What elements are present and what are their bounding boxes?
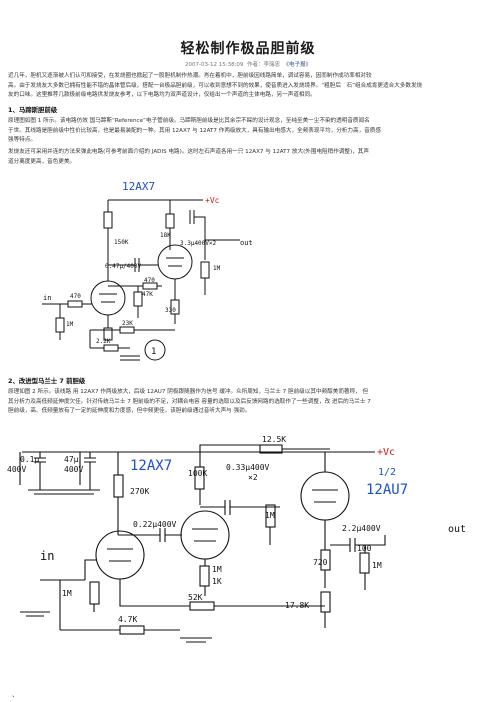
intro-line: 近几年，胆机又逐渐被人们认可和接受，在发烧圈也掀起了一股胆机制作热潮。肖在着机中… bbox=[8, 73, 372, 79]
s1-r330: 330 bbox=[165, 307, 176, 314]
article-title: 轻松制作极品胆前级 bbox=[180, 41, 316, 57]
s2-in-label: in bbox=[40, 549, 54, 563]
s1-r150k: 150K bbox=[114, 239, 129, 246]
section2-paragraph: 原理如图 2 所示。该线路 用 12AX7 作两级放大，后级 12AU7 阴极跟… bbox=[8, 388, 488, 417]
s1-vcc-label: +Vc bbox=[205, 196, 220, 205]
s1-line: 道分离度更高，音色更美。 bbox=[8, 158, 76, 165]
s2-r1mc: 1M bbox=[62, 589, 72, 598]
s2-c01: 0.1μ bbox=[20, 455, 39, 464]
s1-in-label: in bbox=[43, 294, 51, 302]
section1-paragraph-1: 原理图如图 1 所示。该电路仿效 国马蹄斯“Reference”电子管前级。马蹄… bbox=[8, 117, 488, 146]
s1-r18k: 18K bbox=[160, 232, 171, 239]
s1-tube-label: 12AX7 bbox=[122, 180, 155, 193]
intro-line: 高。由于发烧友大多数已拥有性能不错的晶体管后级，搭配一台极品胆前级，可以收到意想… bbox=[8, 82, 423, 89]
s1-r23k: 23K bbox=[122, 320, 133, 327]
s2-line: 其分析力及高低频延伸度欠佳。针对传统马兰士 7 胆前级的不足，对耦合电容 容量的… bbox=[8, 398, 371, 405]
s2-c022: 0.22μ400V bbox=[133, 520, 177, 529]
s2-r125k: 12.5K bbox=[262, 435, 286, 444]
s2-c01v: 400V bbox=[7, 465, 26, 474]
s1-r470b: 470 bbox=[144, 277, 155, 284]
article-author: 作者：李瑞忠 bbox=[246, 62, 280, 68]
s2-half: 1/2 bbox=[378, 467, 396, 478]
s2-r270k: 270K bbox=[130, 487, 149, 496]
s2-line: 胆前级，高、低频量放有了一定的延伸度和力度感，但中频更佳，该胆前级通过音听大声与… bbox=[8, 408, 251, 414]
intro-paragraph: 近几年，胆机又逐渐被人们认可和接受，在发烧圈也掀起了一股胆机制作热潮。肖在着机中… bbox=[8, 72, 488, 101]
s2-tube1-label: 12AX7 bbox=[130, 458, 172, 474]
s1-line: 于世。其线路是胆前级中性价比较高，也是最易装配的一种。其用 12AX7 与 12… bbox=[8, 127, 381, 134]
s2-r178k: 17.8K bbox=[285, 601, 309, 610]
article-source[interactable]: 《电子报》 bbox=[283, 62, 311, 68]
s1-r1mb: 1M bbox=[66, 321, 74, 328]
s1-line: 原理图如图 1 所示。该电路仿效 国马蹄斯“Reference”电子管前级。马蹄… bbox=[8, 118, 370, 124]
s2-c47: 47μ bbox=[64, 455, 79, 464]
s1-r1ma: 1M bbox=[213, 265, 221, 272]
s2-r100: 100 bbox=[357, 544, 372, 553]
intro-line: 友的口味。这里推荐几款极前级电路供发烧友参考，以下电路均为双声道设计，仅给出一个… bbox=[8, 92, 316, 98]
section1-heading: 1、马蹄斯胆前级 bbox=[8, 106, 58, 114]
s1-line: 发烧友还可采用并连的方法来弹此电路(可参考前面介绍的 JADIS 电路)。这时左… bbox=[8, 149, 369, 155]
s2-r52k: 52K bbox=[188, 593, 203, 602]
s2-r720: 720 bbox=[313, 558, 328, 567]
section2-heading: 2、改进型马兰士 7 前胆级 bbox=[8, 377, 86, 385]
s2-c033: 0.33μ400V bbox=[226, 463, 270, 472]
s1-c33: 3.3μ400V×2 bbox=[180, 240, 217, 247]
s2-r1md: 1M bbox=[212, 565, 222, 574]
section1-paragraph-2: 发烧友还可采用并连的方法来弹此电路(可参考前面介绍的 JADIS 电路)。这时左… bbox=[8, 148, 488, 167]
s2-r1ma: 1M bbox=[265, 511, 275, 520]
s1-out-label: out bbox=[240, 239, 253, 247]
s2-out-label: out bbox=[448, 524, 466, 535]
s2-r100k: 100K bbox=[188, 469, 207, 478]
s1-c047: 0.47μ/400V bbox=[105, 263, 142, 270]
s2-r1k: 1K bbox=[212, 577, 222, 586]
s1-line: 强等特点。 bbox=[8, 137, 36, 143]
s2-c22: 2.2μ400V bbox=[342, 524, 381, 533]
article-date: 2007-03-12 15:38:09 bbox=[185, 62, 244, 68]
s1-r22k: 2.2K bbox=[96, 338, 111, 345]
s2-vcc-label: +Vc bbox=[377, 447, 395, 458]
s1-fig-number: 1 bbox=[151, 347, 156, 357]
footer-mark: 、 bbox=[12, 692, 19, 699]
s2-line: 原理如图 2 所示。该线路 用 12AX7 作两级放大，后级 12AU7 阴极跟… bbox=[8, 389, 369, 395]
s2-x2: ×2 bbox=[248, 473, 258, 482]
s2-c47v: 400V bbox=[64, 465, 83, 474]
s2-r1mb: 1M bbox=[372, 561, 382, 570]
s2-tube2-label: 12AU7 bbox=[366, 482, 408, 498]
s1-r470a: 470 bbox=[70, 293, 81, 300]
article-meta: 2007-03-12 15:38:09 作者：李瑞忠 《电子报》 bbox=[0, 60, 496, 68]
s1-r47k: 47K bbox=[142, 291, 153, 298]
s2-r47k: 4.7K bbox=[118, 615, 137, 624]
